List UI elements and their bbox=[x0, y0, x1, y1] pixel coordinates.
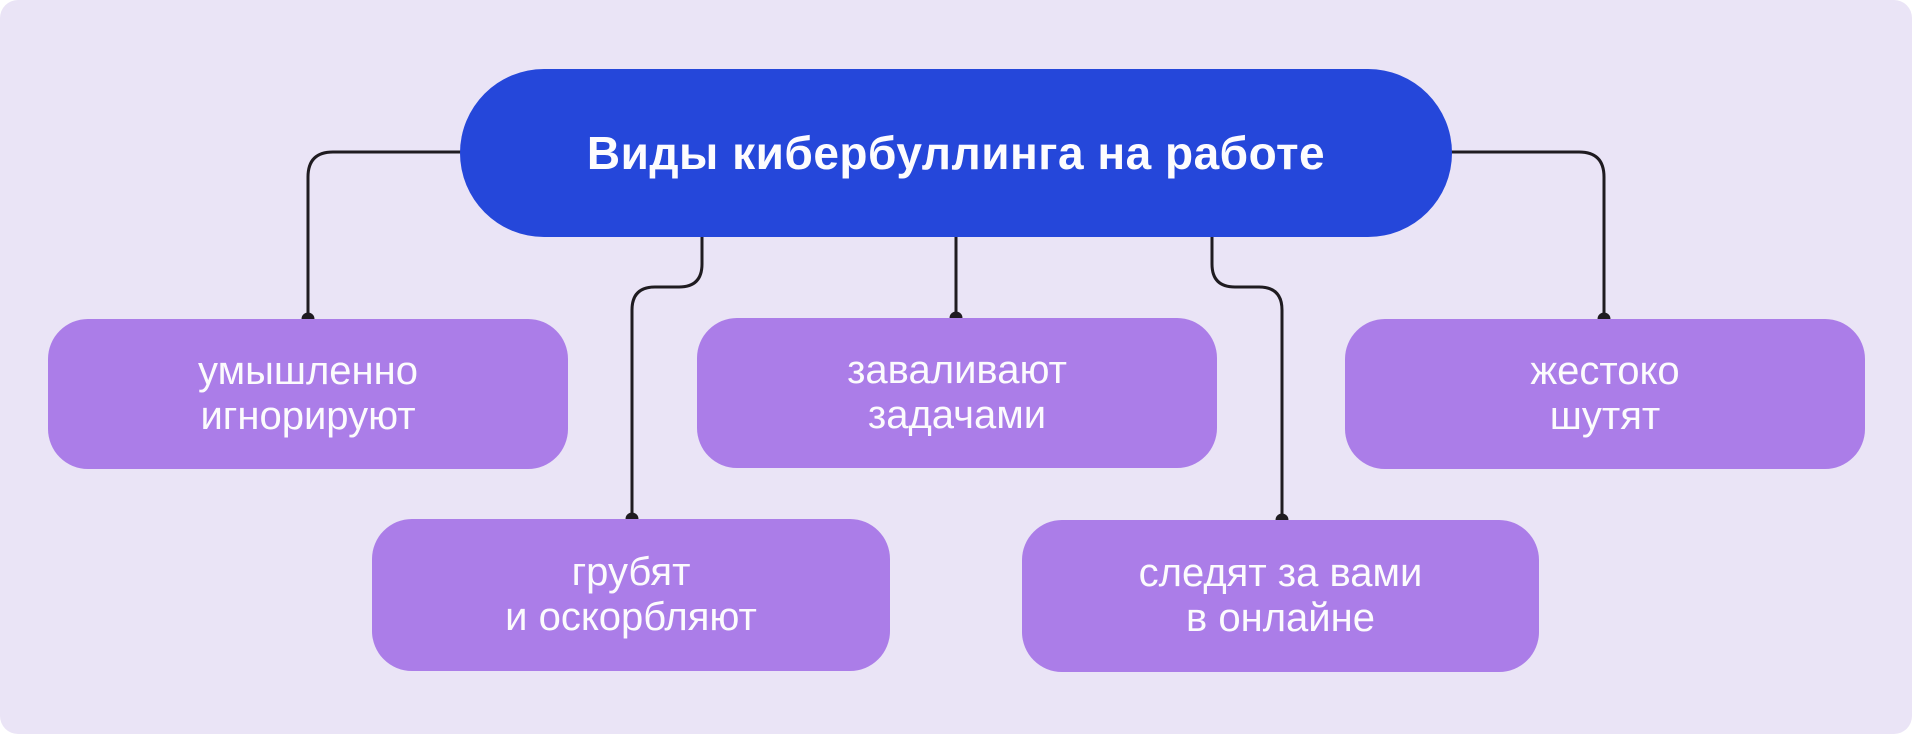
node-intentionally-ignore: умышленно игнорируют bbox=[48, 319, 568, 469]
connector-root-to-ignore bbox=[306, 150, 462, 321]
node-cruel-jokes: жестоко шутят bbox=[1345, 319, 1865, 469]
connector-root-to-stalking bbox=[1210, 235, 1284, 522]
node-label: жестоко шутят bbox=[1530, 349, 1680, 438]
root-node-label: Виды кибербуллинга на работе bbox=[586, 127, 1326, 179]
node-label: заваливают задачами bbox=[847, 348, 1067, 437]
node-label: умышленно игнорируют bbox=[198, 349, 418, 438]
root-node: Виды кибербуллинга на работе bbox=[460, 69, 1452, 237]
node-label: грубят и оскорбляют bbox=[505, 550, 757, 639]
connector-root-to-jokes bbox=[1450, 150, 1606, 321]
node-online-stalking: следят за вами в онлайне bbox=[1022, 520, 1539, 672]
node-label: следят за вами в онлайне bbox=[1138, 551, 1423, 640]
node-overload-with-tasks: заваливают задачами bbox=[697, 318, 1217, 468]
connector-root-to-insults bbox=[630, 235, 704, 521]
node-rude-and-insulting: грубят и оскорбляют bbox=[372, 519, 890, 671]
